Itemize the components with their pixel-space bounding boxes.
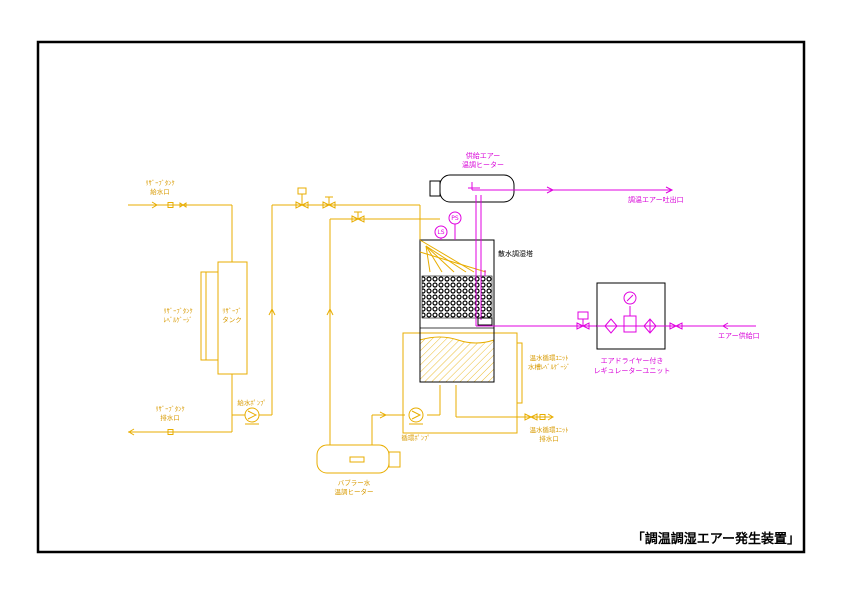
supply-heater-label-1: 供給エアー bbox=[466, 151, 501, 160]
feed-header bbox=[272, 187, 421, 240]
circ-gauge-label-2: 水槽ﾚﾍﾞﾙｹﾞｰｼﾞ bbox=[528, 362, 570, 371]
bubbler-supply-line bbox=[326, 211, 440, 445]
dryer-regulator-unit bbox=[596, 282, 666, 350]
ps-label: PS bbox=[451, 215, 459, 222]
tower-water-body bbox=[419, 336, 495, 383]
tower-packing bbox=[421, 275, 493, 319]
outlet-air-line bbox=[468, 182, 674, 194]
dryer-label-2: レギュレーターユニット bbox=[594, 366, 671, 375]
supply-heater-label-2: 温調ヒーター bbox=[462, 160, 504, 169]
dryer-label-1: エアドライヤー付き bbox=[601, 356, 664, 365]
circ-drain-label-2: 排水口 bbox=[539, 434, 559, 443]
circulation-pump[interactable] bbox=[408, 407, 424, 425]
ls-label: LS bbox=[437, 229, 444, 236]
reserve-tank-label-1: ﾘｻﾞｰﾌﾞ bbox=[222, 307, 242, 315]
reserve-tank-label-2: タンク bbox=[222, 315, 242, 324]
circulation-level-gauge bbox=[516, 342, 523, 404]
reserve-inlet-line bbox=[128, 201, 233, 262]
supply-air-heater bbox=[429, 174, 515, 203]
bubbler-label-1: バブラー水 bbox=[338, 478, 371, 487]
tower-air-riser bbox=[475, 195, 672, 327]
circ-drain-label-1: 温水循環ﾕﾆｯﾄ bbox=[530, 425, 569, 434]
feed-pump-label: 給水ﾎﾟﾝﾌﾟ bbox=[237, 398, 266, 407]
circulation-drain-line bbox=[455, 385, 554, 421]
spray-tower bbox=[419, 239, 495, 383]
reserve-gauge-label-2: ﾚﾍﾞﾙｹﾞｰｼﾞ bbox=[163, 316, 192, 324]
reserve-gauge-label-1: ﾘｻﾞｰﾌﾞﾀﾝｸ bbox=[163, 307, 192, 315]
bubbler-heater bbox=[316, 444, 401, 474]
outlet-label: 調温エアー吐出口 bbox=[628, 195, 684, 204]
reserve-level-gauge bbox=[200, 271, 218, 361]
pressure-switch: PS bbox=[448, 211, 462, 240]
reserve-drain-label-1: ﾘｻﾞｰﾌﾞﾀﾝｸ bbox=[155, 405, 184, 413]
circ-pump-label: 循環ﾎﾟﾝﾌﾟ bbox=[401, 433, 430, 442]
spray-nozzle bbox=[419, 239, 487, 273]
bubbler-label-2: 温調ヒーター bbox=[335, 487, 374, 496]
reserve-drain-label-2: 排水口 bbox=[160, 413, 180, 422]
reserve-drain-line bbox=[128, 420, 233, 436]
reserve-inlet-label-2: 給水口 bbox=[150, 187, 170, 196]
drawing-title: 「調温調湿エアー発生装置」 bbox=[632, 531, 800, 547]
circ-gauge-label-1: 温水循環ﾕﾆｯﾄ bbox=[530, 353, 569, 362]
reserve-inlet-label-1: ﾘｻﾞｰﾌﾞﾀﾝｸ bbox=[145, 179, 174, 187]
drawing-frame bbox=[36, 40, 806, 554]
tower-label: 散水調湿塔 bbox=[498, 249, 533, 258]
feed-pump[interactable] bbox=[244, 407, 260, 425]
air-inlet-line bbox=[576, 311, 756, 330]
circulation-line bbox=[371, 385, 441, 445]
level-switch: LS bbox=[434, 225, 448, 240]
air-inlet-label: エアー供給口 bbox=[718, 331, 760, 340]
